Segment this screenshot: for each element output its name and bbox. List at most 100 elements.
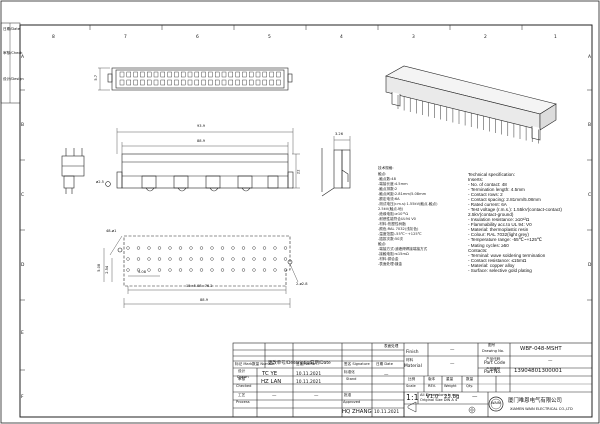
dim-row-span-label: 15×5.08=76.2	[186, 284, 213, 288]
spec-line: -触点间距:2.81mm/5.08mm	[378, 192, 427, 196]
contact-cavity	[255, 71, 261, 78]
contact-cavity	[160, 71, 166, 78]
pcb-hole	[273, 268, 277, 272]
top-view-pins	[119, 71, 281, 86]
dim-top-height	[98, 67, 110, 91]
contact-cavity	[235, 79, 240, 86]
spec-line: - Contact rows: 2	[468, 192, 503, 197]
contact-cavity	[153, 71, 159, 78]
spec-english: Technical specification: Inserts: - No. …	[468, 172, 562, 273]
col-number: 4	[340, 35, 343, 40]
part-code-label-en: Part Code	[484, 361, 506, 366]
spec-line: - Insulation resistance: ≥10¹²Ω	[468, 217, 530, 222]
contact-cavity	[242, 79, 247, 86]
spec-line: - Termination length: 4.5mm	[468, 187, 525, 192]
scale-label-en: Scale	[406, 384, 416, 388]
pcb-hole	[231, 268, 235, 272]
spec-line: - Rated current: 6A	[468, 202, 507, 207]
contact-cavity	[174, 79, 179, 86]
pcb-hole	[273, 246, 277, 250]
contact-cavity	[167, 71, 172, 78]
bottom-dims	[103, 235, 299, 308]
pcb-hole	[168, 246, 172, 250]
contact-cavity	[248, 79, 254, 86]
spec-line: -接触电阻:≤15mΩ	[378, 252, 409, 256]
spec-line: -表面处理:镀金	[378, 262, 403, 266]
pcb-hole	[262, 246, 267, 250]
contact-cavity	[140, 71, 145, 78]
contact-cavity	[228, 79, 234, 86]
rev-signature-hdr: 签名 Signature	[344, 362, 370, 366]
spec-line: - Material: copper alloy	[468, 263, 515, 268]
company-logo-mark	[488, 396, 504, 412]
rev-label-cn: 版本	[428, 377, 436, 381]
pcb-hole	[241, 257, 246, 261]
contact-cavity	[228, 71, 234, 78]
process-date: —	[314, 394, 319, 399]
contact-cavity	[269, 79, 274, 86]
pcb-hole	[147, 268, 151, 272]
company-name-cn: 厦门唯恩电气有限公司	[508, 398, 562, 404]
rev-date2-hdr: 日期 Date	[376, 362, 393, 366]
qty-label-cn: 数量	[466, 377, 474, 381]
material-label-cn: 材料	[406, 358, 414, 362]
row-letter: A	[588, 55, 592, 60]
contact-cavity	[119, 71, 125, 78]
spec-line: -插拔次数:50次	[378, 237, 404, 241]
dim-pitch-v1-label: 5.08	[97, 263, 102, 272]
material-value: —	[450, 362, 455, 367]
approved-date: 10.11.2021	[374, 410, 400, 415]
contact-cavity	[269, 71, 274, 78]
contact-cavity	[201, 79, 206, 86]
contact-cavity	[255, 79, 261, 86]
logo-text: WAIN	[491, 401, 501, 405]
pcb-hole	[178, 246, 183, 250]
pcb-hole	[157, 268, 162, 272]
front-view	[105, 153, 294, 192]
contact-cavity	[276, 79, 281, 86]
pcb-hole	[189, 246, 193, 250]
scale-label-cn: 比例	[408, 377, 416, 381]
contact-cavity	[276, 71, 281, 78]
pcb-hole	[168, 257, 172, 261]
contact-cavity	[133, 79, 138, 86]
row-letter: C	[588, 193, 592, 198]
pcb-hole	[210, 246, 214, 250]
contact-cavity	[119, 79, 125, 86]
drawn-date: 10.11.2021	[296, 372, 322, 377]
spec-line: - Test voltage (r.m.s.): 1.55kV(contact-…	[468, 207, 562, 212]
spec-cn-head: 触点:	[378, 172, 387, 176]
iso-view-pins	[397, 95, 539, 144]
contact-cavity	[221, 79, 227, 86]
contact-cavity	[201, 71, 206, 78]
row-letter: E	[21, 331, 24, 336]
front-dims	[116, 128, 300, 189]
contact-cavity	[187, 71, 193, 78]
pcb-hole	[210, 257, 214, 261]
dim-pin-count-label: 48-ø1	[106, 229, 117, 233]
spec-line: - Terminal: wave soldering termination	[468, 253, 546, 258]
spec-line: -耐燃性能符合UL94 V0	[378, 217, 416, 221]
dim-height-label: 22	[296, 169, 301, 175]
row-letter: C	[21, 193, 25, 198]
side-label-design: 设计/Design	[3, 77, 24, 81]
dim-side-width-label: 3.26	[335, 132, 344, 136]
spec-line: - Mating cycles: ≥50	[468, 243, 509, 248]
rev-date-hdr: 日期/Date	[310, 361, 331, 366]
col-number: 3	[412, 35, 415, 40]
row-letter: A	[21, 55, 25, 60]
rev-value: V1.0	[426, 394, 439, 400]
pcb-hole	[126, 257, 130, 261]
approved-name: HQ ZHANG	[342, 409, 372, 415]
contact-cavity	[221, 71, 227, 78]
rev-number-hdr: 数量 Number	[252, 362, 275, 366]
contact-cavity	[194, 79, 200, 86]
drawn-label-en: Drawn	[237, 375, 249, 379]
row-letter: F	[21, 395, 24, 400]
pcb-hole	[231, 257, 235, 261]
spec-line: - Temperature range: -55℃~+125℃	[468, 237, 543, 242]
tolerance-line2: Original Size DIN A 4	[420, 398, 458, 402]
checked-label-cn: 审核	[238, 377, 246, 381]
part-no-value: 13904801300001	[514, 368, 563, 374]
